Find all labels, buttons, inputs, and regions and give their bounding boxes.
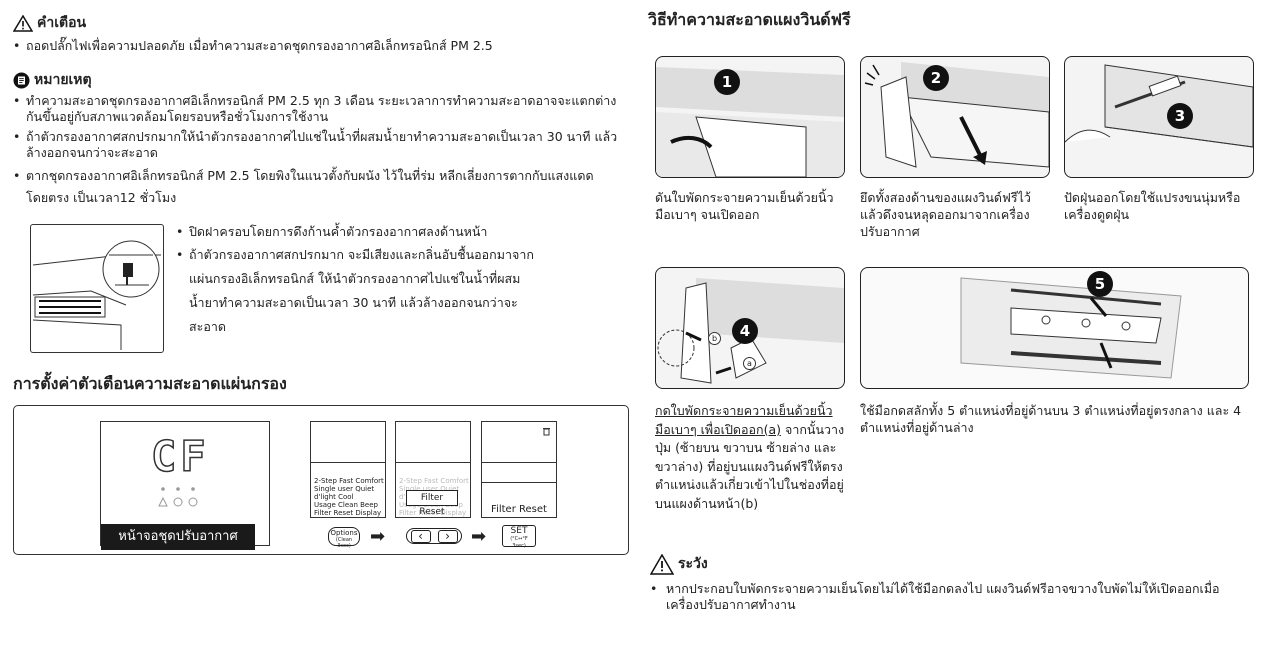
arrow-right-button[interactable]: › bbox=[437, 529, 458, 543]
step-number: 1 bbox=[714, 69, 740, 95]
air-conditioner-cover-image bbox=[32, 240, 161, 350]
note-item: ถ้าตัวกรองอากาศสกปรกมากให้นำตัวกรองอากาศ… bbox=[13, 129, 625, 161]
cover-item: ปิดฝาครอบโดยการดึงก้านค้ำตัวกรองอากาศลงด… bbox=[176, 222, 536, 241]
note-item: ทำความสะอาดชุดกรองอากาศอิเล็กทรอนิกส์ PM… bbox=[13, 93, 625, 125]
step-number: 5 bbox=[1087, 271, 1113, 297]
step-2-caption: ยึดทั้งสองด้านของแผงวินด์ฟรีไว้ แล้วดึงจ… bbox=[860, 190, 1031, 239]
reminder-title: การตั้งค่าตัวเตือนความสะอาดแผ่นกรอง bbox=[13, 374, 287, 393]
remote-screen-2: 2-Step Fast Comfort Single user Quiet d'… bbox=[395, 421, 471, 518]
display-code: CF bbox=[150, 431, 210, 482]
step-5-caption: ใช้มือกดสลักทั้ง 5 ตำแหน่งที่อยู่ด้านบน … bbox=[860, 403, 1242, 435]
reminder-panel: CF หน้าจอชุดปรับอากาศ 2-Step Fast Comfor… bbox=[13, 405, 629, 555]
warning-triangle-icon bbox=[13, 14, 33, 32]
trash-icon bbox=[543, 428, 550, 436]
note-item: ตากชุดกรองอากาศอิเล็กทรอนิกส์ PM 2.5 โดย… bbox=[13, 165, 625, 209]
note-list: ทำความสะอาดชุดกรองอากาศอิเล็กทรอนิกส์ PM… bbox=[13, 93, 625, 209]
caution-title: ระวัง bbox=[678, 556, 708, 572]
step-2-image: 2 bbox=[860, 56, 1050, 178]
step-5-image: 5 bbox=[860, 267, 1249, 389]
note-icon bbox=[13, 72, 30, 88]
label-b: b bbox=[708, 332, 721, 345]
left-right-button[interactable]: ‹ › bbox=[406, 528, 462, 544]
ac-display: CF หน้าจอชุดปรับอากาศ bbox=[100, 421, 270, 550]
arrow-right-icon: ➡ bbox=[370, 526, 386, 547]
caution-heading: ระวัง bbox=[650, 553, 708, 575]
set-button[interactable]: SET (°C↔°F 3sec) bbox=[502, 525, 536, 549]
note-title: หมายเหตุ bbox=[34, 72, 92, 88]
step-1-caption: ดันใบพัดกระจายความเย็นด้วยนิ้วมือเบาๆ จน… bbox=[655, 190, 834, 222]
cover-list: ปิดฝาครอบโดยการดึงก้านค้ำตัวกรองอากาศลงด… bbox=[176, 222, 536, 339]
cover-illustration bbox=[30, 224, 164, 353]
options-button[interactable]: Options (Clean 3sec) bbox=[328, 527, 360, 549]
remote-screen-1: 2-Step Fast Comfort Single user Quiet d'… bbox=[310, 421, 386, 518]
cleaning-title: วิธีทำความสะอาดแผงวินด์ฟรี bbox=[648, 10, 851, 29]
remote-menu: 2-Step Fast Comfort Single user Quiet d'… bbox=[314, 477, 384, 517]
warning-heading: คำเตือน bbox=[13, 12, 86, 34]
display-label: หน้าจอชุดปรับอากาศ bbox=[101, 524, 255, 550]
warning-triangle-icon bbox=[650, 553, 674, 575]
caution-list: หากประกอบใบพัดกระจายความเย็นโดยไม่ได้ใช้… bbox=[650, 581, 1250, 613]
warning-title: คำเตือน bbox=[37, 15, 87, 31]
step-4-caption-underlined: กดใบพัดกระจายความเย็นด้วยนิ้วมือเบาๆ เพื… bbox=[655, 403, 833, 437]
step-4-image: 4 b a bbox=[655, 267, 845, 389]
label-a: a bbox=[743, 357, 756, 370]
arrow-left-button[interactable]: ‹ bbox=[410, 529, 431, 543]
step-number: 4 bbox=[732, 318, 758, 344]
step-3-image: 3 bbox=[1064, 56, 1254, 178]
step-4-caption-rest: จากนั้นวางปุ่ม (ซ้ายบน ขวาบน ซ้ายล่าง แล… bbox=[655, 421, 845, 511]
display-indicator-icons bbox=[158, 487, 198, 507]
cover-item: ถ้าตัวกรองอากาศสกปรกมาก จะมีเสียงและกลิ่… bbox=[176, 243, 536, 339]
arrow-right-icon: ➡ bbox=[471, 526, 487, 547]
note-heading: หมายเหตุ bbox=[13, 69, 92, 91]
caution-item: หากประกอบใบพัดกระจายความเย็นโดยไม่ได้ใช้… bbox=[650, 581, 1250, 613]
warning-item: ถอดปลั๊กไฟเพื่อความปลอดภัย เมื่อทำความสะ… bbox=[13, 38, 623, 54]
step-number: 2 bbox=[923, 65, 949, 91]
warning-list: ถอดปลั๊กไฟเพื่อความปลอดภัย เมื่อทำความสะ… bbox=[13, 38, 623, 54]
remote-screen-3: Filter Reset bbox=[481, 421, 557, 518]
step-1-image: 1 bbox=[655, 56, 845, 178]
step-number: 3 bbox=[1167, 103, 1193, 129]
step-3-caption: ปัดฝุ่นออกโดยใช้แปรงขนนุ่มหรือเครื่องดูด… bbox=[1064, 190, 1241, 222]
step-4-caption: กดใบพัดกระจายความเย็นด้วยนิ้วมือเบาๆ เพื… bbox=[655, 402, 847, 513]
filter-reset-text: Filter Reset bbox=[491, 504, 547, 515]
filter-reset-highlight: Filter Reset bbox=[406, 490, 458, 517]
